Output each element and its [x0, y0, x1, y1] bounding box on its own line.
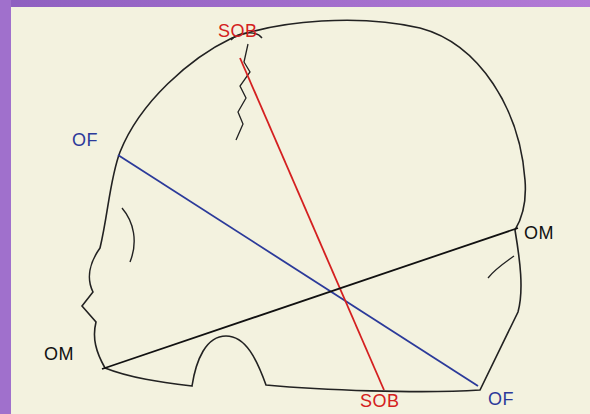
diameter-label: OM [524, 224, 554, 242]
suture-line [236, 44, 250, 140]
occipital-suture [488, 256, 514, 278]
skull-outline [82, 20, 525, 391]
top-band [0, 0, 590, 7]
diameter-label: SOB [360, 392, 400, 410]
diameter-label: OM [44, 345, 74, 363]
occipitomental-diameter [102, 228, 518, 369]
orbit-arc [122, 208, 134, 262]
suboccipitobregmatic-diameter [240, 58, 384, 390]
diameter-label: OF [72, 131, 98, 149]
diameter-label: OF [488, 390, 514, 408]
diameter-label: SOB [218, 22, 258, 40]
side-band [0, 0, 11, 414]
